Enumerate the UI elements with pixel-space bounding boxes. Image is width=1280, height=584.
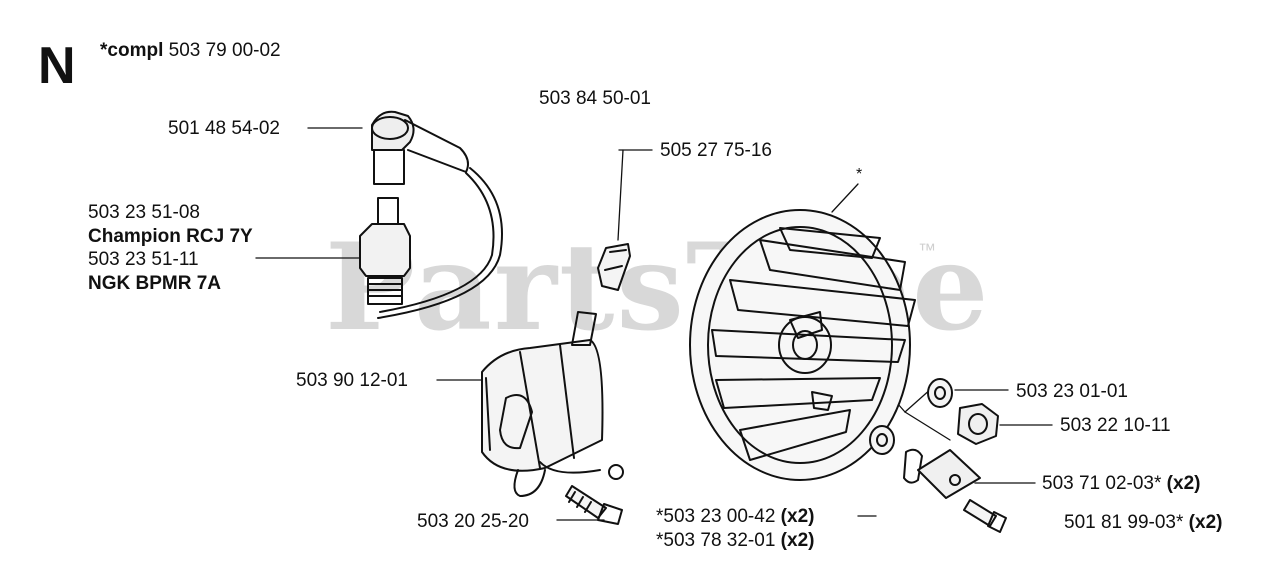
part-quantity: (x2) — [1188, 512, 1223, 533]
pawl-bolt-drawing — [963, 499, 1007, 533]
part-number-label: 501 81 99-03* (x2) — [1064, 513, 1222, 532]
section-letter: N — [38, 37, 76, 95]
part-quantity: (x2) — [1166, 473, 1201, 494]
part-quantity: (x2) — [780, 530, 815, 551]
part-number[interactable]: 501 81 99-03* — [1064, 512, 1184, 533]
part-number-label: *503 23 00-42 (x2) — [656, 507, 814, 526]
part-number-label[interactable]: 503 23 51-08 — [88, 202, 200, 223]
flywheel-drawing — [689, 209, 916, 481]
terminal-drawing — [597, 243, 631, 291]
module-screw-drawing — [565, 485, 623, 525]
part-number-label[interactable]: 501 48 54-02 — [168, 118, 280, 139]
plug-cap-drawing — [371, 110, 503, 319]
nut-drawing — [957, 403, 999, 445]
flywheel-star-label: * — [856, 166, 863, 183]
part-number-label[interactable]: 505 27 75-16 — [660, 140, 772, 161]
part-quantity: (x2) — [780, 506, 815, 527]
part-number-label[interactable]: 503 84 50-01 — [539, 88, 651, 109]
spark-plug-drawing — [359, 197, 411, 305]
part-number-label[interactable]: 503 23 01-01 — [1016, 381, 1128, 402]
part-number[interactable]: *503 23 00-42 — [656, 506, 776, 527]
part-number[interactable]: *503 78 32-01 — [656, 530, 776, 551]
part-number[interactable]: 503 71 02-03* — [1042, 473, 1162, 494]
watermark-trademark: ™ — [918, 240, 936, 260]
spring-washer-drawing — [869, 425, 895, 455]
part-number-label: *503 78 32-01 (x2) — [656, 531, 814, 550]
part-name-label: Champion RCJ 7Y — [88, 226, 253, 247]
part-number-label[interactable]: 503 90 12-01 — [296, 370, 408, 391]
assembly-label: *compl 503 79 00-02 — [100, 41, 281, 60]
part-number-label: 503 71 02-03* (x2) — [1042, 474, 1200, 493]
assembly-prefix: *compl — [100, 40, 164, 61]
part-number-label[interactable]: 503 22 10-11 — [1060, 415, 1171, 436]
assembly-part-number: 503 79 00-02 — [168, 40, 281, 61]
part-number-label[interactable]: 503 20 25-20 — [417, 511, 529, 532]
pawl-drawing — [903, 448, 981, 499]
washer-drawing — [927, 378, 953, 408]
part-number-label[interactable]: 503 23 51-11 — [88, 249, 199, 270]
part-name-label: NGK BPMR 7A — [88, 273, 222, 294]
ignition-module-drawing — [481, 311, 624, 497]
